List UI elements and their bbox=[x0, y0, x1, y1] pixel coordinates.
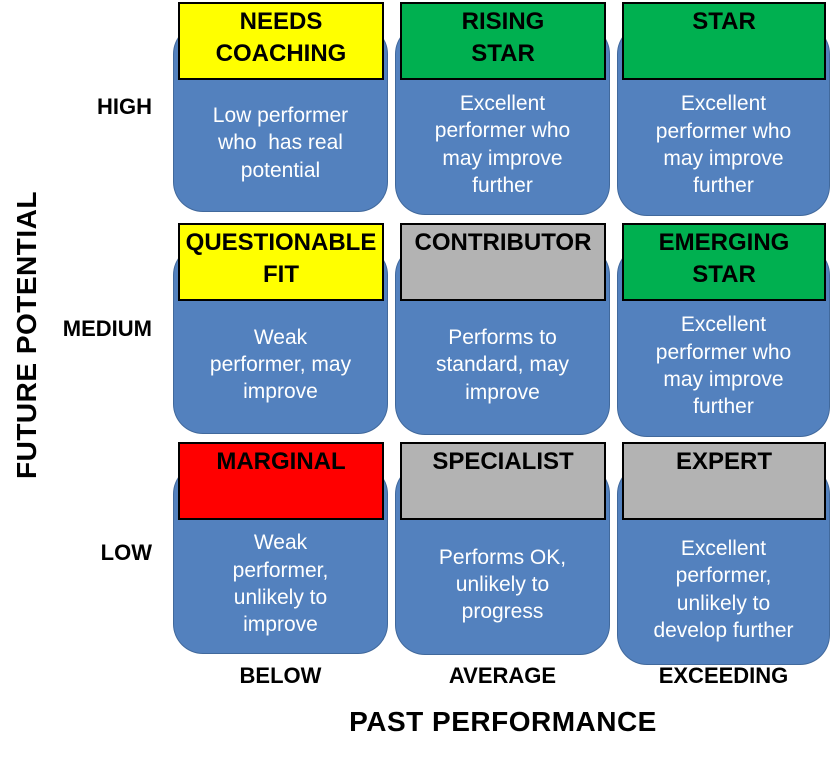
cell-rising-star: Excellent performer who may improve furt… bbox=[395, 2, 610, 215]
cell-title: QUESTIONABLE FIT bbox=[185, 229, 377, 288]
cell-header: SPECIALIST bbox=[400, 442, 606, 520]
cell-title: RISING STAR bbox=[461, 8, 545, 67]
cell-title: NEEDS COACHING bbox=[215, 8, 347, 67]
cell-title: EMERGING STAR bbox=[658, 229, 790, 288]
cell-description: Performs to standard, may improve bbox=[435, 326, 570, 404]
cell-header: NEEDS COACHING bbox=[178, 2, 384, 80]
cell-star: Excellent performer who may improve furt… bbox=[617, 2, 830, 216]
cell-specialist: Performs OK, unlikely to progress SPECIA… bbox=[395, 442, 610, 655]
cell-title: CONTRIBUTOR bbox=[414, 229, 592, 256]
cell-title: MARGINAL bbox=[216, 448, 346, 475]
row-label-high: HIGH bbox=[97, 94, 152, 119]
cell-questionable-fit: Weak performer, may improve QUESTIONABLE… bbox=[173, 223, 388, 434]
cell-expert: Excellent performer, unlikely to develop… bbox=[617, 442, 830, 665]
cell-header: QUESTIONABLE FIT bbox=[178, 223, 384, 301]
cell-description: Excellent performer, unlikely to develop… bbox=[653, 536, 794, 642]
cell-header: CONTRIBUTOR bbox=[400, 223, 606, 301]
cell-emerging-star: Excellent performer who may improve furt… bbox=[617, 223, 830, 437]
cell-description: Low performer who has real potential bbox=[212, 104, 349, 182]
cell-marginal: Weak performer, unlikely to improve MARG… bbox=[173, 442, 388, 654]
cell-description: Weak performer, unlikely to improve bbox=[232, 531, 329, 637]
cell-header: EMERGING STAR bbox=[622, 223, 826, 301]
cell-title: SPECIALIST bbox=[432, 448, 574, 475]
cell-header: EXPERT bbox=[622, 442, 826, 520]
row-label-medium: MEDIUM bbox=[62, 316, 152, 341]
cell-title: EXPERT bbox=[675, 448, 773, 475]
row-label-low: LOW bbox=[100, 540, 152, 565]
cell-title: STAR bbox=[692, 8, 756, 35]
cell-header: RISING STAR bbox=[400, 2, 606, 80]
cell-header: STAR bbox=[622, 2, 826, 80]
col-label-exceeding: EXCEEDING bbox=[658, 663, 789, 688]
cell-description: Performs OK, unlikely to progress bbox=[438, 545, 567, 624]
cell-description: Excellent performer who may improve furt… bbox=[655, 92, 792, 198]
x-axis-title: PAST PERFORMANCE bbox=[349, 706, 657, 737]
col-label-average: AVERAGE bbox=[448, 663, 557, 688]
cell-description: Weak performer, may improve bbox=[209, 325, 352, 404]
col-label-below: BELOW bbox=[239, 663, 322, 688]
cell-contributor: Performs to standard, may improve CONTRI… bbox=[395, 223, 610, 435]
cell-needs-coaching: Low performer who has real potential NEE… bbox=[173, 2, 388, 212]
cell-description: Excellent performer who may improve furt… bbox=[434, 91, 571, 197]
cell-header: MARGINAL bbox=[178, 442, 384, 520]
cell-description: Excellent performer who may improve furt… bbox=[655, 313, 792, 419]
